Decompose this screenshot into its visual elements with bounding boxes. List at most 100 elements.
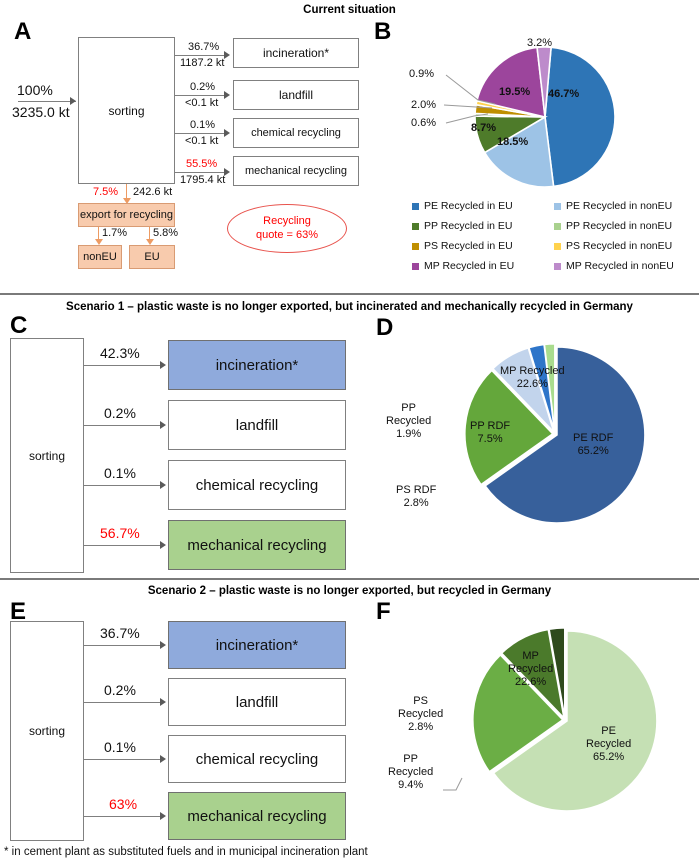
panel-d-pie-svg bbox=[464, 343, 646, 524]
panel-a-dest-box-3: mechanical recycling bbox=[233, 156, 359, 186]
panel-f-label-pe-name1: PE bbox=[601, 725, 616, 737]
panel-e-dest-box-2: chemical recycling bbox=[168, 735, 346, 783]
legend-label-pe-eu: PE Recycled in EU bbox=[424, 200, 513, 212]
panel-b-legend: PE Recycled in EU PE Recycled in nonEU P… bbox=[412, 200, 699, 272]
panel-e-dest-label-0: incineration* bbox=[215, 636, 299, 654]
band-title-scenario-1: Scenario 1 – plastic waste is no longer … bbox=[66, 301, 633, 313]
panel-c-flow-percent-0: 42.3% bbox=[100, 345, 140, 361]
panel-c-flow-line-3 bbox=[84, 545, 163, 546]
panel-d-label-ps-rdf-value: 2.8% bbox=[403, 496, 429, 509]
panel-c-flow-line-0 bbox=[84, 365, 163, 366]
panel-c-dest-label-3: mechanical recycling bbox=[187, 536, 327, 554]
panel-d-label-mp-value: 22.6% bbox=[516, 377, 548, 390]
panel-f-label-mp-name2: Recycled bbox=[508, 662, 554, 675]
panel-a-dest-label-2: chemical recycling bbox=[251, 127, 341, 139]
panel-a-flow-line-1 bbox=[175, 95, 227, 96]
panel-a-input-mass: 3235.0 kt bbox=[12, 104, 70, 120]
panel-f-label-pp-value: 9.4% bbox=[398, 778, 424, 791]
panel-f-pie-chart bbox=[470, 625, 660, 815]
panel-c-flow-arrow-2 bbox=[160, 481, 166, 489]
panel-e-flow-arrow-2 bbox=[160, 755, 166, 763]
panel-a-eu-label: EU bbox=[144, 251, 160, 263]
panel-d-label-pp-rdf-name: PP RDF bbox=[470, 420, 511, 432]
panel-e-dest-label-2: chemical recycling bbox=[195, 750, 319, 768]
figure-footnote: * in cement plant as substituted fuels a… bbox=[4, 846, 368, 858]
recycling-quote-line1: Recycling bbox=[263, 214, 311, 227]
panel-e-dest-box-3: mechanical recycling bbox=[168, 792, 346, 840]
pie-slice bbox=[483, 115, 555, 188]
panel-a-sorting-box: sorting bbox=[78, 37, 175, 184]
panel-a-export-percent: 7.5% bbox=[93, 186, 119, 198]
panel-f-callout-line bbox=[443, 777, 463, 791]
panel-a-eu-arrow bbox=[146, 239, 154, 245]
legend-swatch-pe-eu bbox=[412, 202, 419, 210]
legend-item-ps-eu: PS Recycled in EU bbox=[412, 240, 550, 252]
panel-b-slice-label-pe-noneu: 18.5% bbox=[497, 136, 529, 148]
panel-e-dest-label-1: landfill bbox=[235, 693, 279, 711]
pie-slice bbox=[483, 346, 646, 524]
panel-f-label-ps-name1: PS bbox=[413, 695, 428, 707]
panel-c-flow-percent-1: 0.2% bbox=[104, 405, 136, 421]
panel-c-flow-arrow-1 bbox=[160, 421, 166, 429]
panel-e-flow-arrow-3 bbox=[160, 812, 166, 820]
panel-e-flow-line-2 bbox=[84, 759, 163, 760]
panel-a-dest-box-2: chemical recycling bbox=[233, 118, 359, 148]
panel-e-sorting-box: sorting bbox=[10, 621, 84, 841]
panel-d-label-pp-rec-name1: PP bbox=[401, 402, 416, 414]
panel-c-dest-box-1: landfill bbox=[168, 400, 346, 450]
panel-a-flow-arrow-1 bbox=[224, 91, 230, 99]
panel-a-eu-line bbox=[149, 227, 150, 241]
panel-f-label-pe-name2: Recycled bbox=[586, 737, 632, 750]
panel-e-flow-line-1 bbox=[84, 702, 163, 703]
panel-c-flow-line-1 bbox=[84, 425, 163, 426]
panel-a-recycling-quote-callout: Recycling quote = 63% bbox=[227, 204, 347, 253]
pie-slice bbox=[548, 627, 566, 718]
panel-f-label-pe-recycled: PE Recycled 65.2% bbox=[586, 725, 631, 764]
panel-a-flow-mass-1: <0.1 kt bbox=[185, 97, 219, 109]
panel-a-export-label: export for recycling bbox=[80, 209, 173, 221]
panel-c-flow-percent-3: 56.7% bbox=[100, 525, 140, 541]
panel-a-flow-line-2 bbox=[175, 133, 227, 134]
panel-e-dest-box-1: landfill bbox=[168, 678, 346, 726]
panel-a-dest-box-0: incineration* bbox=[233, 38, 359, 68]
panel-a-eu-box: EU bbox=[129, 245, 175, 269]
panel-a-input-line bbox=[18, 101, 76, 102]
panel-a-flow-mass-3: 1795.4 kt bbox=[180, 174, 226, 186]
panel-a-flow-line-0 bbox=[175, 55, 227, 56]
panel-f-pie-svg bbox=[472, 627, 658, 812]
panel-c-dest-box-2: chemical recycling bbox=[168, 460, 346, 510]
panel-c-dest-box-3: mechanical recycling bbox=[168, 520, 346, 570]
panel-b-slice-label-ps-eu: 2.0% bbox=[411, 99, 437, 111]
panel-a-flow-percent-2: 0.1% bbox=[190, 119, 216, 131]
panel-d-label-ps-rdf: PS RDF 2.8% bbox=[396, 484, 436, 510]
panel-c-sorting-label: sorting bbox=[28, 448, 66, 463]
pie-slice bbox=[544, 46, 616, 188]
panel-d-label-pp-recycled: PP Recycled 1.9% bbox=[386, 402, 431, 441]
panel-f-label-pp-name1: PP bbox=[403, 753, 418, 765]
legend-swatch-mp-eu bbox=[412, 262, 419, 270]
panel-e-dest-label-3: mechanical recycling bbox=[187, 807, 327, 825]
legend-swatch-pp-eu bbox=[412, 222, 419, 230]
legend-item-pe-eu: PE Recycled in EU bbox=[412, 200, 550, 212]
pie-slice bbox=[464, 369, 555, 486]
panel-a-export-box: export for recycling bbox=[78, 203, 175, 227]
divider-band-1 bbox=[0, 293, 699, 295]
pie-slice bbox=[492, 630, 658, 812]
legend-item-pe-noneu: PE Recycled in nonEU bbox=[554, 200, 699, 212]
panel-e-dest-box-0: incineration* bbox=[168, 621, 346, 669]
panel-letter-a: A bbox=[14, 18, 32, 45]
panel-a-eu-percent: 5.8% bbox=[153, 227, 179, 239]
panel-letter-b: B bbox=[374, 18, 392, 45]
panel-e-flow-line-3 bbox=[84, 816, 163, 817]
panel-a-input-percent: 100% bbox=[17, 82, 53, 98]
legend-label-mp-eu: MP Recycled in EU bbox=[424, 260, 515, 272]
legend-label-ps-eu: PS Recycled in EU bbox=[424, 240, 513, 252]
panel-c-flow-arrow-3 bbox=[160, 541, 166, 549]
panel-a-dest-label-0: incineration* bbox=[262, 46, 330, 60]
legend-swatch-pe-noneu bbox=[554, 202, 561, 210]
panel-a-export-arrow bbox=[123, 198, 131, 204]
panel-a-flow-line-3 bbox=[175, 172, 227, 173]
panel-b-slice-label-pp-noneu: 0.6% bbox=[411, 117, 437, 129]
panel-a-noneu-box: nonEU bbox=[78, 245, 122, 269]
panel-f-label-mp-value: 22.6% bbox=[515, 675, 547, 688]
